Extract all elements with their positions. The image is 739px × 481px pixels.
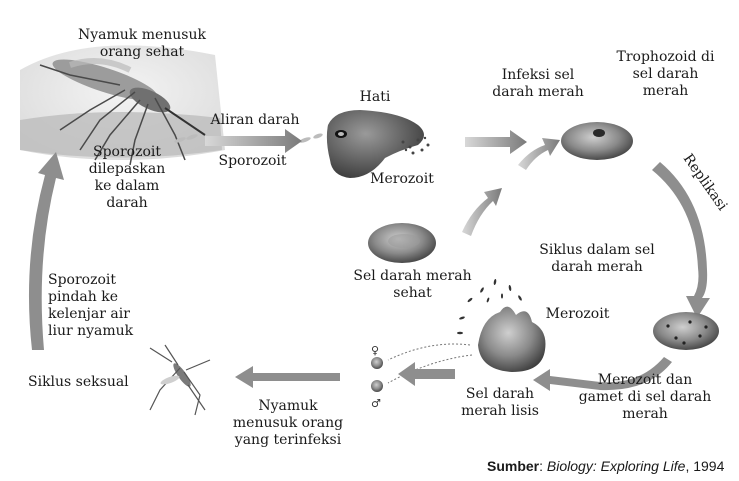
- male-symbol: ♂: [371, 397, 381, 410]
- label-mosquito-bites-healthy: Nyamuk menusuk orang sehat: [77, 27, 206, 60]
- label-trophozoite: Trophozoid di sel darah merah: [616, 49, 715, 99]
- mosquito-on-skin-image: [20, 45, 225, 166]
- label-sporozoite: Sporozoit: [218, 153, 287, 169]
- arrow-healthy-to-infection: [462, 188, 502, 236]
- source-credit: Sumber: Biology: Exploring Life, 1994: [487, 458, 725, 474]
- merozoite-gamete-rbc: [653, 312, 719, 350]
- label-sporozoite-migrates: Sporozoit pindah ke kelenjar air liur ny…: [48, 272, 134, 339]
- gametocytes: [371, 343, 473, 392]
- arrow-liver-to-rbc: [465, 130, 527, 154]
- source-year: , 1994: [685, 458, 725, 474]
- sporozoite-particles: [174, 133, 323, 143]
- label-liver: Hati: [359, 89, 391, 105]
- label-rbc-infection: Infeksi sel darah merah: [492, 67, 584, 100]
- arrow-lysis-to-gametes: [398, 362, 455, 386]
- label-merozoite-lysis: Merozoit: [545, 306, 610, 322]
- label-rbc-cycle: Siklus dalam sel darah merah: [539, 242, 655, 275]
- label-merozoite-gamete: Merozoit dan gamet di sel darah merah: [578, 372, 712, 422]
- arrow-into-infected-cell: [518, 138, 560, 170]
- arrow-to-sexual-cycle: [235, 366, 340, 388]
- trophozoite-rbc: [561, 122, 633, 160]
- female-symbol: ♀: [371, 344, 379, 357]
- source-title: Biology: Exploring Life: [546, 458, 686, 474]
- lysed-rbc: [457, 279, 546, 372]
- label-sexual-cycle: Siklus seksual: [28, 374, 129, 390]
- replication-arrow: [652, 162, 710, 318]
- left-upward-arrow: [28, 152, 64, 350]
- label-merozoite-liver: Merozoit: [370, 171, 434, 187]
- arrow-to-lysed-cell: [533, 357, 672, 391]
- label-mosquito-bites-infected: Nyamuk menusuk orang yang terinfeksi: [232, 398, 344, 448]
- arrow-to-liver: [205, 129, 302, 153]
- label-bloodstream: Aliran darah: [210, 112, 300, 128]
- label-healthy-rbc: Sel darah merah sehat: [353, 268, 472, 301]
- liver-image: [326, 110, 430, 178]
- small-mosquito-image: [149, 344, 211, 416]
- label-sporozoites-released: Sporozoit dilepaskan ke dalam darah: [88, 144, 166, 211]
- source-prefix: Sumber: [487, 458, 540, 474]
- label-lysed-rbc: Sel darah merah lisis: [461, 386, 539, 419]
- healthy-rbc: [368, 223, 436, 263]
